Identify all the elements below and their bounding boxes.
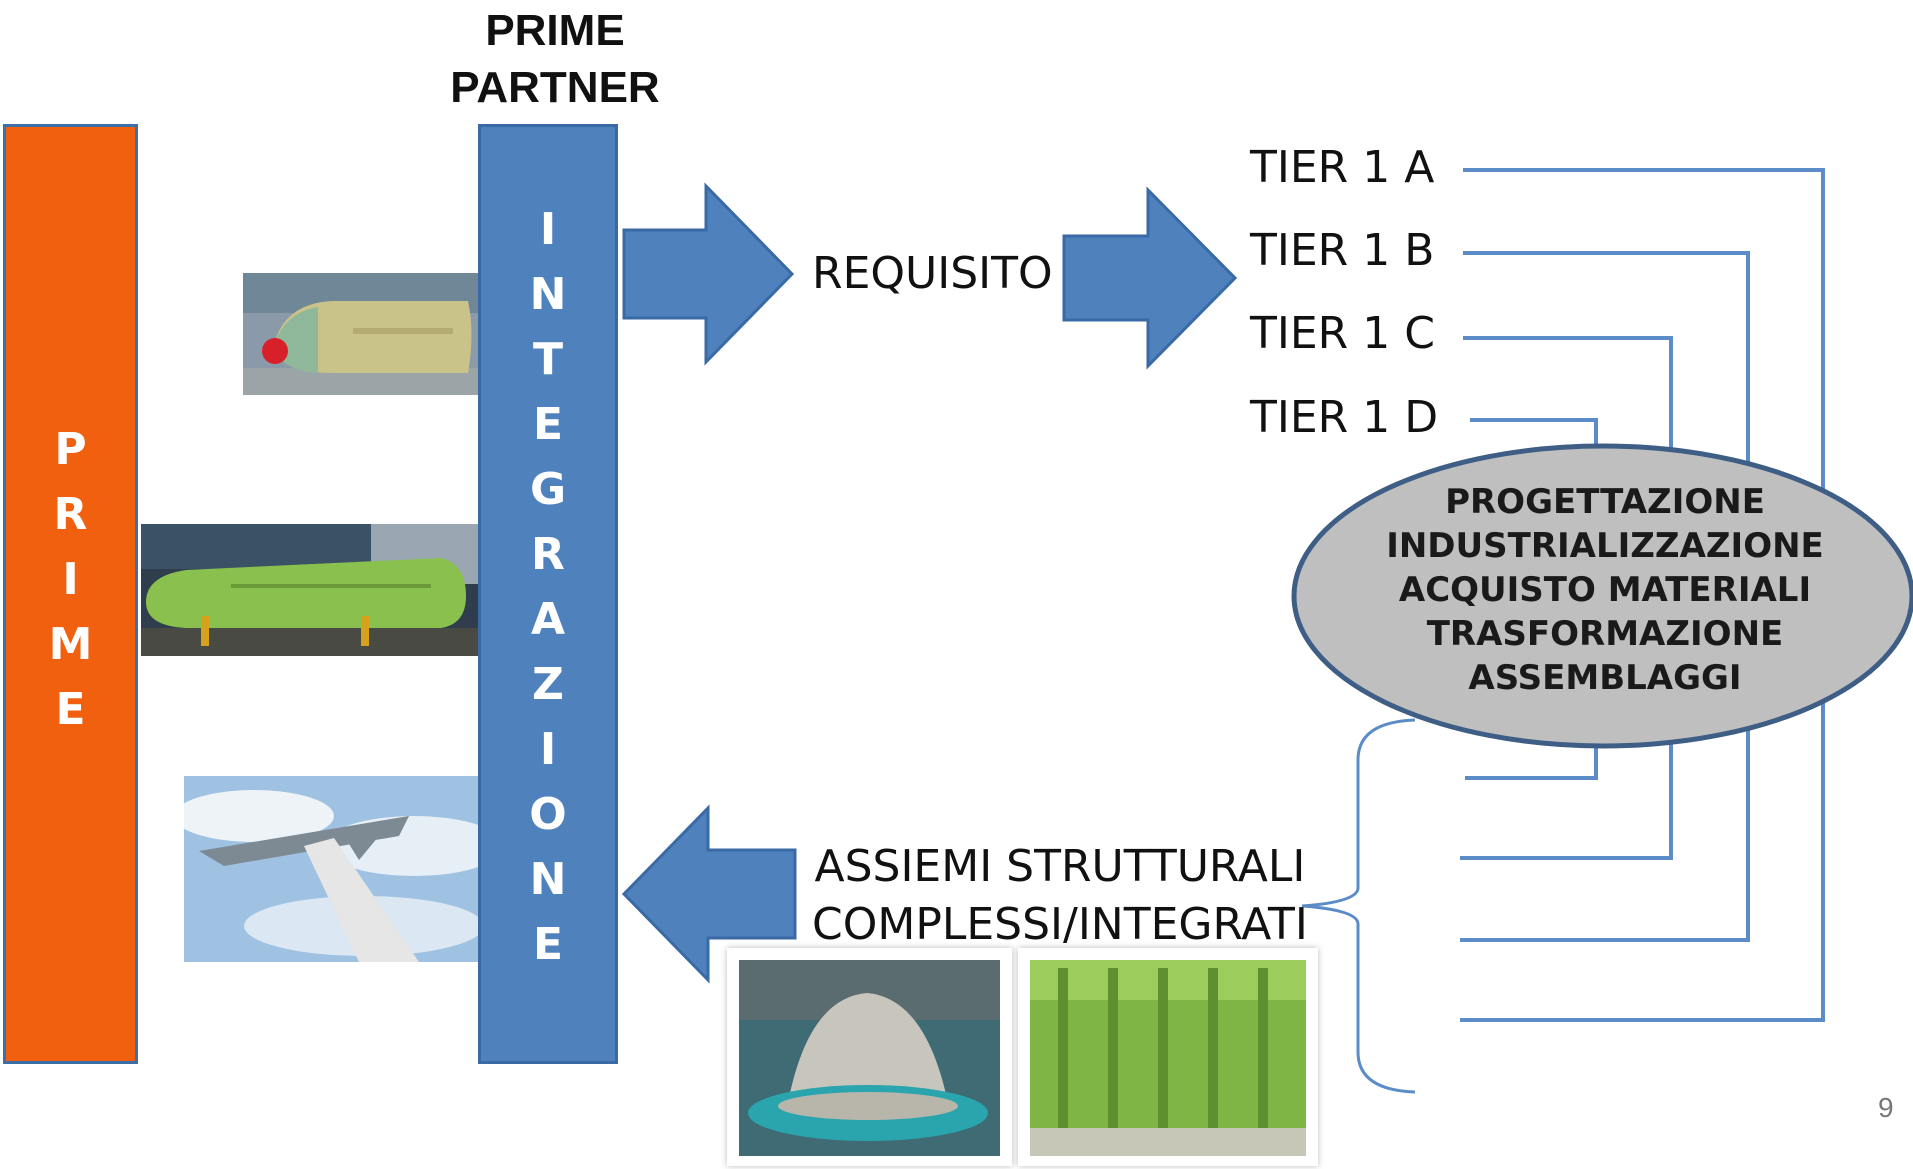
oval-line: INDUSTRIALIZZAZIONE (1386, 526, 1824, 566)
right-arrow-to-requisito (622, 182, 795, 366)
integrazione-letter: O (529, 789, 567, 840)
assiemi-line-1: ASSIEMI STRUTTURALI (814, 841, 1306, 892)
integrazione-letter: R (531, 529, 565, 580)
prime-letter: E (55, 684, 86, 735)
tail-photo (184, 776, 478, 962)
heading-line-2: PARTNER (450, 63, 660, 112)
nose-cone-photo (727, 948, 1012, 1166)
process-oval (1291, 443, 1913, 749)
oval-text: PROGETTAZIONE INDUSTRIALIZZAZIONE ACQUIS… (1300, 480, 1910, 700)
integrazione-letter: Z (532, 659, 564, 710)
prime-bar: P R I M E (3, 124, 138, 1064)
assiemi-line-2: COMPLESSI/INTEGRATI (812, 899, 1308, 950)
right-arrow-to-tiers (1062, 186, 1238, 370)
prime-letters: P R I M E (6, 417, 135, 742)
prime-letter: M (48, 619, 93, 670)
page-number: 9 (1878, 1092, 1894, 1123)
oval-line: TRASFORMAZIONE (1426, 614, 1784, 654)
assiemi-label: ASSIEMI STRUTTURALI COMPLESSI/INTEGRATI (812, 838, 1308, 954)
oval-line: ACQUISTO MATERIALI (1398, 570, 1812, 610)
tier-1-a-label: TIER 1 A (1250, 142, 1435, 193)
prime-letter: P (54, 424, 87, 475)
requisito-label: REQUISITO (812, 248, 1053, 299)
integrazione-bar: I N T E G R A Z I O N E (478, 124, 618, 1064)
heading-line-1: PRIME (485, 6, 625, 55)
prime-partner-heading: PRIME PARTNER (430, 2, 680, 116)
integrazione-letter: E (532, 919, 564, 970)
prime-letter: I (62, 554, 79, 605)
tier-1-d-label: TIER 1 D (1250, 392, 1439, 443)
integrazione-letter: I (539, 204, 557, 255)
integrazione-letter: I (539, 724, 557, 775)
integrazione-letter: T (532, 334, 563, 385)
tier-1-b-label: TIER 1 B (1250, 225, 1435, 276)
oval-line: PROGETTAZIONE (1445, 482, 1765, 522)
green-frame-photo (1018, 948, 1318, 1166)
prime-letter: R (53, 489, 88, 540)
fuselage-photo-middle (141, 524, 478, 656)
integrazione-letters: I N T E G R A Z I O N E (481, 197, 615, 977)
integrazione-letter: E (532, 399, 564, 450)
fuselage-photo-top (243, 273, 478, 395)
oval-line: ASSEMBLAGGI (1468, 658, 1742, 698)
tier-1-c-label: TIER 1 C (1250, 308, 1435, 359)
left-arrow-to-integrazione (621, 804, 797, 984)
grouping-brace (1301, 718, 1416, 1094)
integrazione-letter: N (529, 854, 567, 905)
integrazione-letter: N (529, 269, 567, 320)
integrazione-letter: A (530, 594, 566, 645)
integrazione-letter: G (529, 464, 567, 515)
